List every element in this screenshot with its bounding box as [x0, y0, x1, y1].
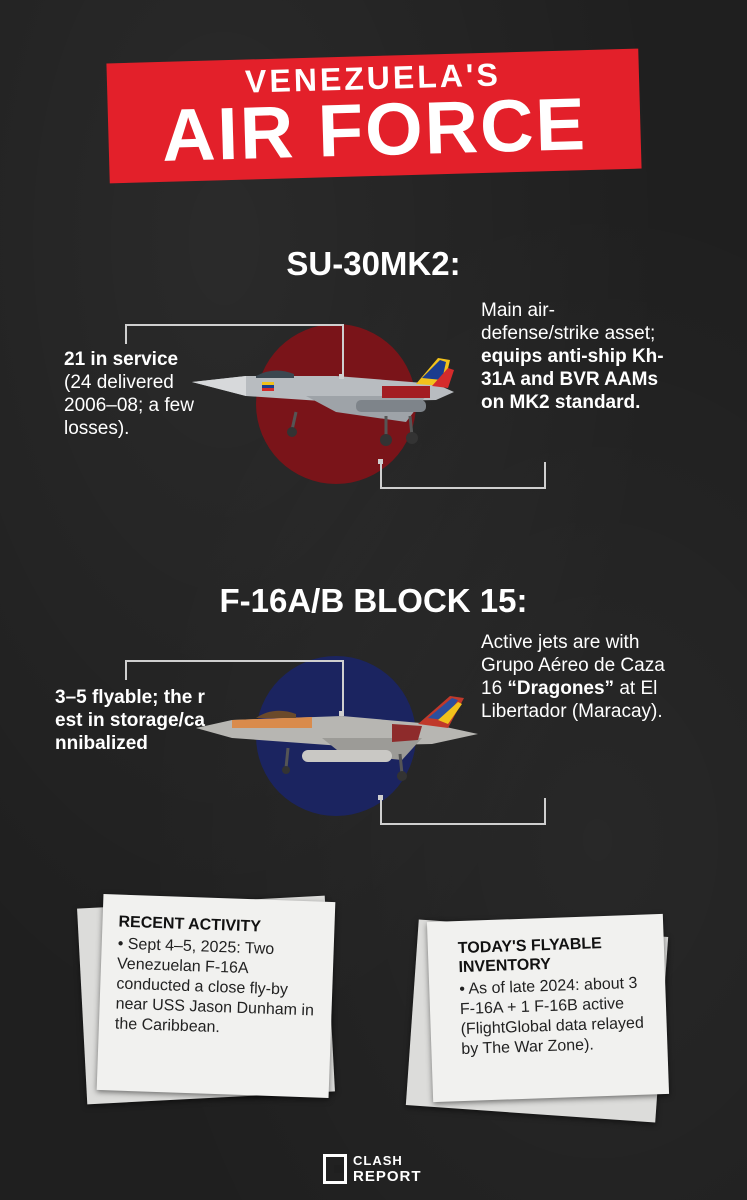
su30-right-text: Main air-defense/strike asset; equips an… — [481, 299, 671, 414]
f16-left-leader — [125, 660, 344, 714]
recent-activity-card: RECENT ACTIVITY • Sept 4–5, 2025: Two Ve… — [96, 894, 336, 1098]
su30-jet-image — [192, 358, 454, 446]
su30-left-leader-end — [339, 374, 344, 379]
su30-in-service: 21 in service — [64, 349, 179, 370]
su30-left-leader — [125, 324, 344, 378]
f16-left-leader-tick — [125, 660, 127, 680]
logo-text-line2: REPORT — [353, 1168, 422, 1185]
f16-jet-image — [196, 696, 478, 781]
recent-activity-body: • Sept 4–5, 2025: Two Venezuelan F-16A c… — [114, 935, 315, 1037]
f16-left-leader-end — [339, 711, 344, 716]
logo-mark-icon — [323, 1154, 347, 1184]
f16-heading: F-16A/B BLOCK 15: — [219, 582, 528, 619]
f16-right-leader — [380, 798, 546, 825]
f16-unit: Active jets are with Grupo Aéreo de Caza… — [481, 632, 665, 699]
f16-base: at El Libertador (Maracay). — [481, 678, 663, 722]
su30-left-text: 21 in service (24 delivered 2006–08; a f… — [64, 348, 204, 440]
banner-title: AIR FORCE — [160, 82, 588, 177]
su30-left-leader-tick — [125, 324, 127, 344]
f16-right-text: Active jets are with Grupo Aéreo de Caza… — [481, 631, 671, 723]
title-banner: VENEZUELA'S AIR FORCE — [106, 48, 642, 184]
logo-text-line1: CLASH — [353, 1153, 403, 1168]
inventory-card: TODAY'S FLYABLE INVENTORY • As of late 2… — [426, 913, 670, 1103]
su30-right-leader — [380, 462, 546, 489]
f16-flyable-count: 3–5 flyable; the rest in storage/canniba… — [55, 687, 205, 754]
su30-right-leader-end — [378, 459, 383, 464]
inventory-body: • As of late 2024: about 3 F-16A + 1 F-1… — [459, 974, 645, 1059]
su30-heading: SU-30MK2: — [286, 245, 461, 282]
f16-squadron-name: “Dragones” — [507, 678, 615, 699]
f16-left-text: 3–5 flyable; the rest in storage/canniba… — [55, 686, 205, 755]
su30-armament: equips anti-ship Kh-31A and BVR AAMs on … — [481, 346, 664, 413]
clash-report-logo: CLASH REPORT — [323, 1152, 427, 1188]
su30-delivery-note: (24 delivered 2006–08; a few losses). — [64, 372, 194, 439]
f16-right-leader-end — [378, 795, 383, 800]
inventory-title: TODAY'S FLYABLE INVENTORY — [457, 935, 603, 977]
su30-role: Main air-defense/strike asset; — [481, 300, 656, 344]
